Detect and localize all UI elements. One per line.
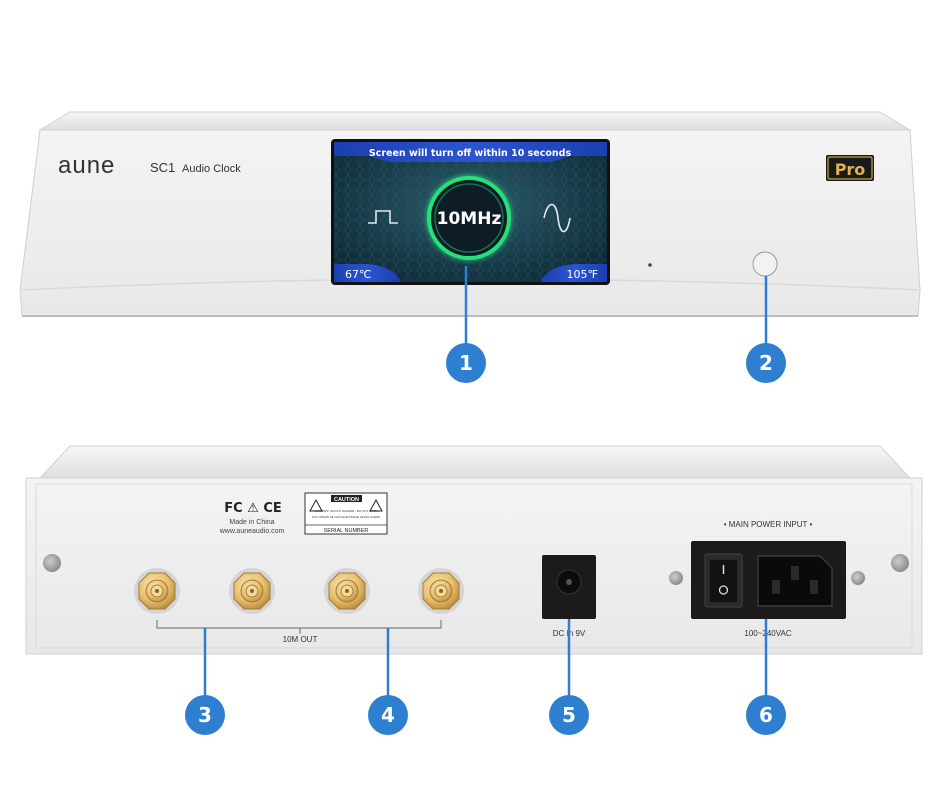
bnc-connector[interactable]: [134, 568, 180, 614]
rear-chassis-top: [38, 445, 912, 479]
caution-label: CAUTION WARNING: SHOCK HAZARD - DO NOT O…: [304, 492, 388, 535]
warning-triangle-icon: [369, 498, 383, 512]
svg-text:AVIS: RISQUE DE CHOC ELECTRIQU: AVIS: RISQUE DE CHOC ELECTRIQUE NE PAS O…: [312, 515, 380, 519]
ac-voltage-label: 100~240VAC: [744, 629, 791, 638]
main-power-label: • MAIN POWER INPUT •: [724, 520, 813, 529]
svg-text:CAUTION: CAUTION: [334, 497, 359, 503]
brand-logo: aune: [58, 152, 115, 179]
front-chassis-top: [38, 111, 912, 131]
bnc-connector[interactable]: [418, 568, 464, 614]
output-bracket: [156, 620, 442, 634]
dc-power-jack[interactable]: [542, 555, 596, 619]
screw-icon: [891, 554, 909, 572]
temperature-fahrenheit: 105℉: [567, 268, 598, 281]
model-description: Audio Clock: [182, 163, 241, 175]
svg-text:1: 1: [459, 351, 473, 375]
power-button-icon[interactable]: [752, 251, 778, 277]
serial-number-label: SERIAL NUMBER: [324, 528, 369, 534]
screw-icon: [851, 571, 865, 585]
website-label: www.auneaudio.com: [219, 528, 285, 535]
svg-text:6: 6: [759, 703, 773, 727]
rear-panel: FC ⚠ CE Made in China www.auneaudio.com …: [25, 445, 923, 655]
warning-triangle-icon: [309, 498, 323, 512]
screw-icon: [43, 554, 61, 572]
svg-text:WARNING: SHOCK HAZARD - DO NOT: WARNING: SHOCK HAZARD - DO NOT OPEN: [314, 509, 378, 513]
power-switch[interactable]: [704, 553, 743, 608]
frequency-ring: [427, 176, 511, 260]
svg-text:2: 2: [759, 351, 773, 375]
svg-text:3: 3: [198, 703, 212, 727]
pro-badge: Pro: [826, 155, 874, 181]
screen-notice: Screen will turn off within 10 seconds: [369, 148, 572, 159]
front-panel: aune SC1 Audio Clock Pro Screen will tur…: [19, 111, 921, 317]
display-screen: Screen will turn off within 10 seconds 6…: [331, 139, 610, 285]
bnc-connector[interactable]: [229, 568, 275, 614]
frequency-readout: 10MHz: [437, 209, 502, 229]
callout-1: 1: [446, 266, 486, 383]
indicator-led: [648, 263, 652, 267]
svg-text:5: 5: [562, 703, 576, 727]
made-in-label: Made in China: [229, 519, 274, 526]
temperature-celsius: 67℃: [345, 268, 371, 281]
screw-icon: [669, 571, 683, 585]
sine-wave-icon: [543, 203, 571, 233]
iec-power-socket[interactable]: [757, 555, 833, 607]
callout-5: 5: [549, 619, 589, 735]
callout-2: 2: [746, 276, 786, 383]
callout-6: 6: [746, 619, 786, 735]
bnc-connector[interactable]: [324, 568, 370, 614]
callout-3: 3: [185, 628, 225, 735]
bnc-output-label: 10M OUT: [283, 635, 318, 644]
callout-4: 4: [368, 628, 408, 735]
svg-text:Pro: Pro: [835, 160, 866, 179]
svg-text:4: 4: [381, 703, 395, 727]
certification-marks: FC ⚠ CE: [224, 501, 282, 516]
square-wave-icon: [368, 210, 398, 224]
model-name: SC1: [150, 160, 175, 175]
